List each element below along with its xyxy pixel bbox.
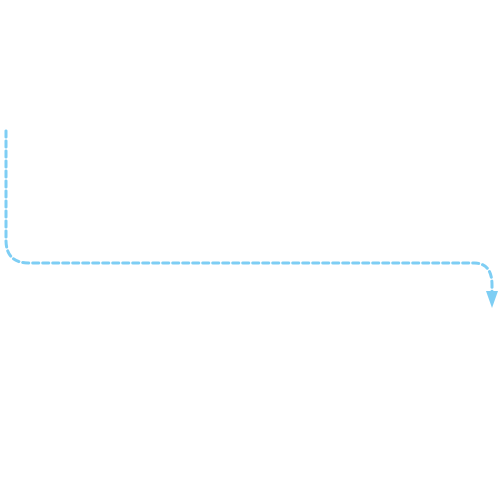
connector-line — [4, 129, 494, 294]
arrowhead-icon — [486, 291, 498, 308]
